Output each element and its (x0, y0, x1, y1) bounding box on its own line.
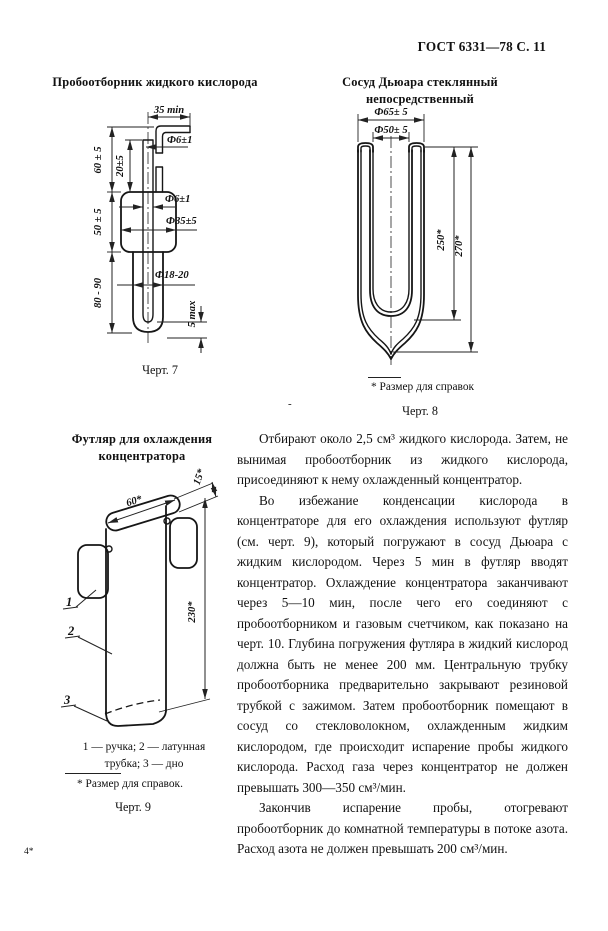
right-handle (169, 517, 198, 569)
dim-80-90: 80 - 90 (93, 277, 104, 308)
fig8-footnote-rule (368, 377, 401, 378)
dim-60: 60* (125, 494, 144, 509)
fig9-dimensions: 60* 15* 230* 1 2 3 (60, 467, 219, 722)
fig9-caption: Черт. 9 (115, 800, 151, 814)
dim-f50: Ф50± 5 (374, 125, 408, 136)
part-label-2: 2 (67, 624, 74, 638)
handle-loop-right (163, 517, 171, 525)
body-text: Отбирают около 2,5 см³ жидкого кислорода… (237, 429, 568, 860)
fig9-legend-line2: трубка; 3 — дно (104, 758, 184, 770)
paragraph-2: Во избежание конденсации кислорода в кон… (237, 492, 568, 795)
fig8-dimensions: Ф65± 5 Ф50± 5 250* 270* (357, 107, 478, 353)
dim-15: 15* (192, 467, 208, 486)
fig8-caption: Черт. 8 (402, 404, 438, 418)
dim-250: 250* (436, 229, 447, 252)
dim-f6-top: Ф6±1 (167, 135, 192, 146)
dim-60: 60 ± 5 (93, 146, 104, 174)
page-signature-mark: 4* (24, 847, 34, 857)
fig9-outline (77, 494, 198, 727)
dim-f6-mid: Ф6±1 (165, 194, 190, 205)
fig9-legend: 1 — ручка; 2 — латунная трубка; 3 — дно (55, 739, 233, 773)
fig8-footnote: * Размер для справок (371, 381, 475, 393)
dim-20: 20±5 (115, 154, 126, 177)
fig7-drawing: 35 min Ф6±1 60 ± 5 20±5 50 ± 5 80 - 90 (93, 105, 207, 353)
bulb (120, 191, 177, 253)
fig7-outline (120, 112, 191, 343)
fig9-title-line1: Футляр для охлаждения (71, 432, 213, 446)
dim-5max: 5 max (187, 300, 198, 327)
dim-270: 270* (454, 235, 465, 258)
dim-f65: Ф65± 5 (374, 107, 408, 118)
fig9-footnote-rule (65, 773, 121, 774)
fig8-drawing: Ф65± 5 Ф50± 5 250* 270* (357, 107, 478, 365)
fig8-title: Сосуд Дьюара стеклянный непосредственный (342, 75, 498, 106)
fig9-legend-line1: 1 — ручка; 2 — латунная (82, 741, 206, 753)
dim-f18-20: Ф18-20 (155, 270, 189, 281)
bottom-edge (105, 709, 167, 727)
part-label-3: 3 (63, 693, 70, 707)
fig7-dimensions: 35 min Ф6±1 60 ± 5 20±5 50 ± 5 80 - 90 (93, 105, 207, 353)
dim-35min: 35 min (153, 105, 184, 116)
fig8-outline (357, 136, 425, 365)
stray-mark: - (288, 398, 292, 410)
dim-f35: Ф35±5 (166, 216, 197, 227)
paragraph-3: Закончив испарение пробы, отогревают про… (237, 800, 568, 856)
part-label-1: 1 (66, 595, 72, 609)
lower-tube (132, 251, 164, 333)
paragraph-1: Отбирают около 2,5 см³ жидкого кислорода… (237, 431, 568, 487)
fig9-drawing: 60* 15* 230* 1 2 3 (60, 467, 219, 727)
fig9-footnote: * Размер для справок. (77, 778, 183, 790)
fig7-caption: Черт. 7 (142, 363, 178, 377)
handle-loop-left (105, 545, 113, 553)
left-handle (77, 544, 109, 599)
fig9-title-line2: концентратора (98, 448, 186, 463)
fig7-title: Пробоотборник жидкого кислорода (52, 75, 258, 89)
page-header: ГОСТ 6331—78 С. 11 (417, 39, 546, 54)
fig9-title: Футляр для охлаждения концентратора (58, 431, 226, 464)
dim-230: 230* (187, 601, 198, 624)
hidden-bottom-edge (104, 699, 161, 715)
dim-50: 50 ± 5 (93, 208, 104, 236)
